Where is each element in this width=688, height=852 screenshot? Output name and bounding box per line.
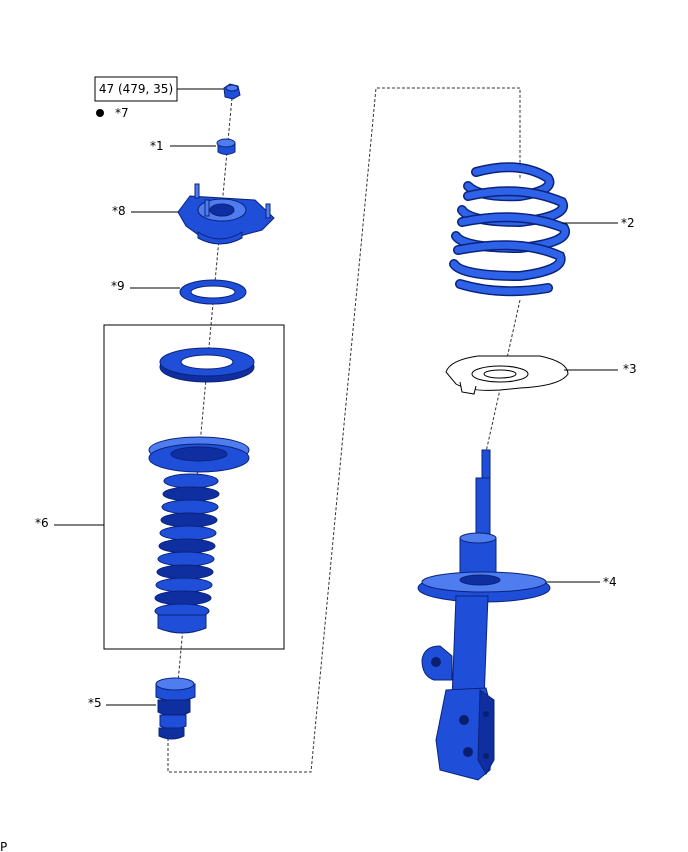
part-6-group: *6	[35, 324, 285, 650]
torque-spec: 47 (479, 35)	[94, 76, 226, 102]
callout-4: *4	[603, 575, 617, 589]
part-3-lower-insulator: *3	[445, 355, 637, 395]
callout-9: *9	[111, 279, 125, 293]
part-1-cushion: *1	[150, 138, 236, 155]
callout-1: *1	[150, 139, 164, 153]
part-5-bump-stopper: *5	[88, 677, 196, 740]
torque-spec-box	[94, 76, 178, 102]
part-4-shock-absorber: *4	[417, 449, 617, 781]
callout-3: *3	[623, 362, 637, 376]
callout-2: *2	[621, 216, 635, 230]
nut-part	[223, 83, 241, 100]
bullet-icon	[96, 109, 104, 117]
corner-mark: P	[0, 840, 7, 852]
torque-spec-text: 47 (479, 35)	[99, 82, 173, 96]
dust-boot	[148, 436, 250, 634]
callout-5: *5	[88, 696, 102, 710]
spring-seat	[159, 347, 255, 383]
part-9-ring: *9	[111, 279, 247, 305]
part-2-coil-spring: *2	[449, 162, 635, 297]
callout-8: *8	[112, 204, 126, 218]
part-8-upper-support: *8	[112, 183, 275, 245]
legend-item: *7	[96, 106, 129, 120]
group-box	[103, 324, 285, 650]
callout-6: *6	[35, 516, 49, 530]
legend-label: *7	[115, 106, 129, 120]
